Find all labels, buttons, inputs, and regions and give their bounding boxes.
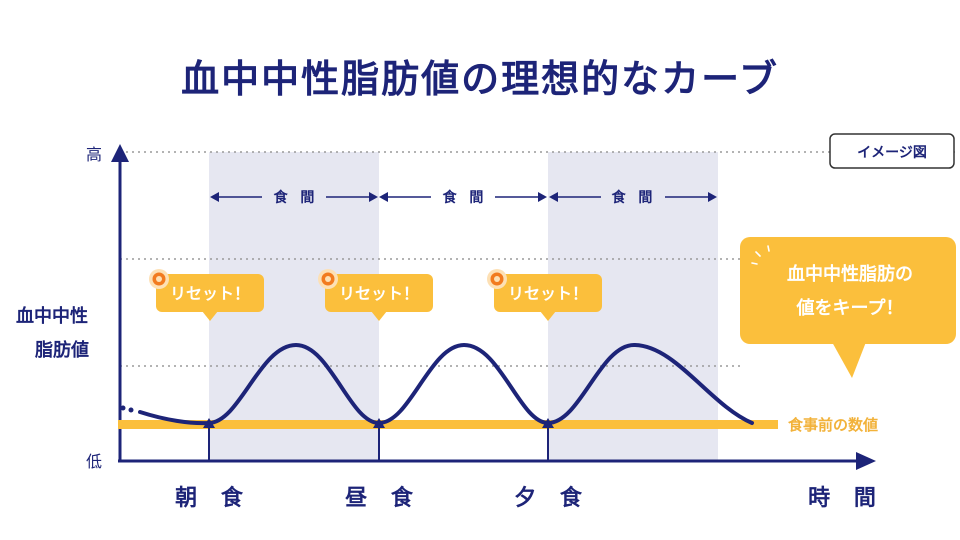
interval-label-1: 食 間 [274, 189, 319, 206]
reset-bubble-2: リセット！ [318, 269, 433, 321]
interval-label-2: 食 間 [443, 189, 488, 206]
sparkle-icon [751, 245, 770, 265]
y-axis-label-line-2: 脂肪値 [35, 339, 89, 361]
y-high-label: 高 [86, 145, 102, 164]
meal-label-dinner: 夕 食 [514, 485, 590, 511]
baseline-band [118, 420, 778, 429]
keep-message-bubble: 血中中性脂肪の 値をキープ！ [740, 237, 956, 378]
reset-label-1: リセット！ [170, 284, 250, 303]
x-axis-arrow-icon [856, 452, 876, 470]
triglyceride-curve [138, 342, 754, 426]
meal-label-lunch: 昼 食 [345, 485, 421, 511]
image-tag-text: イメージ図 [857, 145, 927, 161]
meal-label-breakfast: 朝 食 [175, 485, 251, 511]
reset-label-3: リセット！ [508, 284, 588, 303]
interval-label-3: 食 間 [612, 189, 657, 206]
reset-label-2: リセット！ [339, 284, 419, 303]
x-axis-label: 時 間 [808, 486, 884, 511]
reset-bubble-1: リセット！ [149, 269, 264, 321]
curve-dot-1 [120, 405, 126, 411]
y-axis-arrow-icon [111, 144, 129, 162]
interval-span-2: 食 間 [379, 189, 547, 206]
baseline-label: 食事前の数値 [788, 416, 878, 434]
y-low-label: 低 [86, 452, 102, 471]
image-tag [829, 133, 955, 169]
chart-title: 血中中性脂肪値の理想的なカーブ [181, 57, 779, 101]
keep-message-line-1: 血中中性脂肪の [787, 263, 913, 285]
y-axis-label-line-1: 血中中性 [16, 305, 88, 327]
curve-dot-2 [128, 407, 134, 413]
keep-message-line-2: 値をキープ！ [796, 297, 904, 319]
interval-span-3: 食 間 [549, 189, 717, 206]
interval-span-1: 食 間 [210, 189, 378, 206]
reset-bubble-3: リセット！ [487, 269, 602, 321]
